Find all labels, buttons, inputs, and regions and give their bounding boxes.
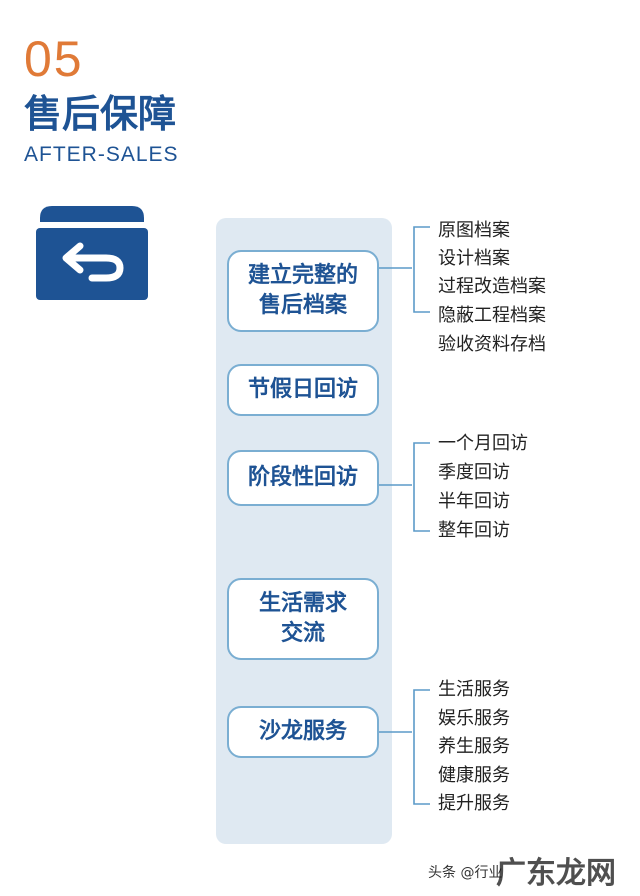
item-holiday-visit: 节假日回访: [227, 364, 379, 416]
item-label: 建立完整的 售后档案: [247, 263, 358, 318]
sub-item: 一个月回访: [438, 433, 528, 454]
sub-item: 验收资料存档: [438, 334, 546, 355]
item-after-sales-archive: 建立完整的 售后档案: [227, 250, 379, 332]
return-arrow-icon: [36, 206, 148, 300]
sub-item: 半年回访: [438, 491, 510, 512]
sub-item: 整年回访: [438, 520, 510, 541]
source-credit: 头条 @行业: [428, 865, 503, 881]
sub-item: 提升服务: [438, 793, 510, 814]
sub-item: 过程改造档案: [438, 276, 546, 297]
item-life-needs: 生活需求 交流: [227, 578, 379, 660]
watermark: 广东龙网: [496, 856, 616, 891]
section-subtitle: AFTER-SALES: [24, 143, 179, 166]
sub-item: 生活服务: [438, 679, 510, 700]
item-label: 沙龙服务: [258, 719, 347, 744]
section-number: 05: [24, 31, 84, 87]
sub-item: 原图档案: [438, 220, 510, 241]
sub-item: 隐蔽工程档案: [438, 305, 546, 326]
item-label: 阶段性回访: [247, 465, 358, 490]
item-salon-service: 沙龙服务: [227, 706, 379, 758]
sub-item: 设计档案: [438, 248, 510, 269]
sub-item: 娱乐服务: [438, 708, 510, 729]
sub-item: 季度回访: [438, 462, 510, 483]
section-title: 售后保障: [24, 92, 177, 136]
sub-item: 健康服务: [438, 765, 510, 786]
item-stage-visit: 阶段性回访: [227, 450, 379, 506]
item-label: 节假日回访: [247, 377, 358, 402]
item-label: 生活需求 交流: [258, 591, 347, 646]
sub-item: 养生服务: [438, 736, 510, 757]
